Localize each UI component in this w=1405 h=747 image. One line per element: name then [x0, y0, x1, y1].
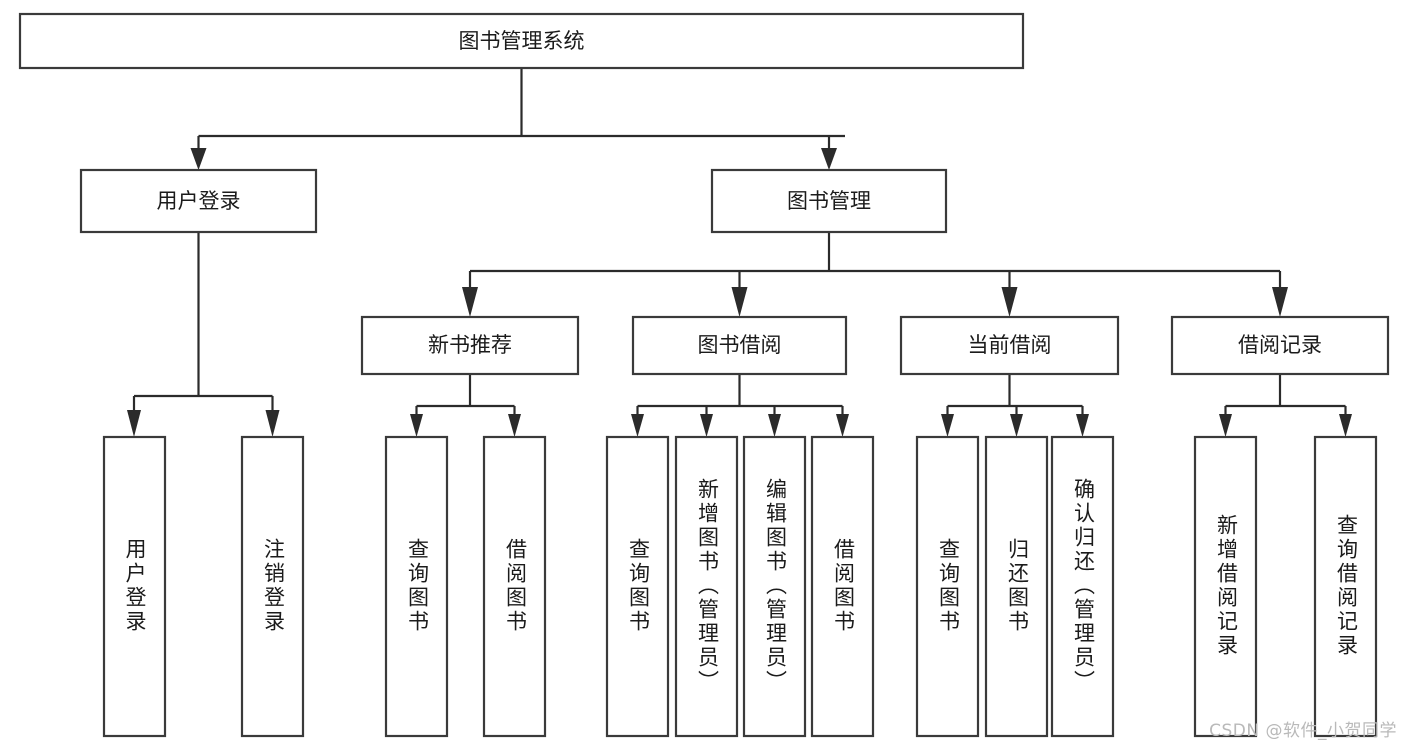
node-leaf-user-login-label: 用户登录: [123, 538, 147, 634]
node-leaf-query-record[interactable]: 查询借阅记录: [1313, 435, 1378, 738]
arrow-head-new-book-rec: [462, 287, 478, 317]
node-leaf-edit-book-admin-label: 编辑图书（管理员）: [764, 478, 788, 694]
node-leaf-return-book[interactable]: 归还图书: [984, 435, 1049, 738]
node-user-login-box[interactable]: [79, 168, 318, 234]
node-borrow-record[interactable]: 借阅记录: [1170, 315, 1390, 376]
node-leaf-user-login-box[interactable]: [102, 435, 167, 738]
node-new-book-rec-label: 新书推荐: [428, 333, 512, 357]
node-borrow-record-box[interactable]: [1170, 315, 1390, 376]
node-leaf-borrow-book-2-box[interactable]: [810, 435, 875, 738]
arrow-head-leaf-edit-book-admin: [768, 414, 781, 437]
node-root-label: 图书管理系统: [459, 29, 585, 53]
arrow-head-leaf-borrow-book-2: [836, 414, 849, 437]
node-leaf-query-book-1[interactable]: 查询图书: [384, 435, 449, 738]
arrow-head-leaf-add-book-admin: [700, 414, 713, 437]
arrow-head-leaf-add-record: [1219, 414, 1232, 437]
arrow-head-book-borrow: [731, 287, 748, 317]
connector-layer: [127, 68, 1352, 437]
node-current-borrow-label: 当前借阅: [968, 333, 1052, 357]
arrow-head-book-manage: [821, 148, 837, 170]
node-leaf-confirm-return-admin[interactable]: 确认归还（管理员）: [1050, 435, 1115, 738]
node-book-borrow-label: 图书借阅: [698, 333, 782, 357]
arrow-head-leaf-user-login: [127, 410, 141, 437]
node-book-manage-label: 图书管理: [787, 189, 871, 213]
arrow-head-leaf-borrow-book-1: [508, 414, 521, 437]
node-current-borrow[interactable]: 当前借阅: [899, 315, 1120, 376]
arrow-head-current-borrow: [1001, 287, 1018, 317]
node-leaf-add-book-admin-box[interactable]: [674, 435, 739, 738]
node-leaf-query-book-3[interactable]: 查询图书: [915, 435, 980, 738]
node-leaf-add-record[interactable]: 新增借阅记录: [1193, 435, 1258, 738]
node-leaf-logout-label: 注销登录: [262, 538, 286, 634]
node-leaf-borrow-book-1[interactable]: 借阅图书: [482, 435, 547, 738]
node-leaf-query-book-2[interactable]: 查询图书: [605, 435, 670, 738]
node-book-borrow-box[interactable]: [631, 315, 848, 376]
node-book-manage-box[interactable]: [710, 168, 948, 234]
node-leaf-borrow-book-1-label: 借阅图书: [504, 538, 528, 634]
arrow-head-leaf-query-record: [1339, 414, 1352, 437]
node-leaf-return-book-label: 归还图书: [1006, 538, 1030, 634]
node-leaf-query-book-2-box[interactable]: [605, 435, 670, 738]
node-user-login-label: 用户登录: [157, 189, 241, 213]
node-new-book-rec[interactable]: 新书推荐: [360, 315, 580, 376]
node-leaf-query-book-1-label: 查询图书: [406, 538, 430, 634]
node-book-borrow[interactable]: 图书借阅: [631, 315, 848, 376]
arrow-head-leaf-confirm-return-admin: [1076, 414, 1089, 437]
node-root[interactable]: 图书管理系统: [18, 12, 1025, 70]
arrow-head-leaf-logout: [265, 410, 280, 437]
arrow-head-leaf-query-book-1: [410, 414, 423, 437]
node-leaf-borrow-book-2[interactable]: 借阅图书: [810, 435, 875, 738]
node-leaf-return-book-box[interactable]: [984, 435, 1049, 738]
node-leaf-user-login[interactable]: 用户登录: [102, 435, 167, 738]
node-leaf-add-book-admin[interactable]: 新增图书（管理员）: [674, 435, 739, 738]
node-user-login[interactable]: 用户登录: [79, 168, 318, 234]
node-new-book-rec-box[interactable]: [360, 315, 580, 376]
node-leaf-query-record-box[interactable]: [1313, 435, 1378, 738]
node-leaf-query-book-3-box[interactable]: [915, 435, 980, 738]
arrow-head-leaf-query-book-3: [941, 414, 954, 437]
node-leaf-add-book-admin-label: 新增图书（管理员）: [696, 478, 720, 694]
node-leaf-query-book-2-label: 查询图书: [627, 538, 651, 634]
node-borrow-record-label: 借阅记录: [1238, 333, 1322, 357]
arrow-head-user-login: [190, 148, 207, 170]
node-leaf-borrow-book-2-label: 借阅图书: [832, 538, 856, 634]
node-leaf-query-record-label: 查询借阅记录: [1335, 514, 1359, 658]
node-leaf-confirm-return-admin-label: 确认归还（管理员）: [1072, 478, 1096, 694]
node-leaf-borrow-book-1-box[interactable]: [482, 435, 547, 738]
node-leaf-query-book-3-label: 查询图书: [937, 538, 961, 634]
node-leaf-logout[interactable]: 注销登录: [240, 435, 305, 738]
node-leaf-add-record-box[interactable]: [1193, 435, 1258, 738]
node-leaf-add-record-label: 新增借阅记录: [1215, 514, 1239, 658]
node-book-manage[interactable]: 图书管理: [710, 168, 948, 234]
node-leaf-query-book-1-box[interactable]: [384, 435, 449, 738]
arrow-head-leaf-query-book-2: [631, 414, 644, 437]
node-leaf-edit-book-admin[interactable]: 编辑图书（管理员）: [742, 435, 807, 738]
node-leaf-edit-book-admin-box[interactable]: [742, 435, 807, 738]
node-current-borrow-box[interactable]: [899, 315, 1120, 376]
node-leaf-confirm-return-admin-box[interactable]: [1050, 435, 1115, 738]
node-leaf-logout-box[interactable]: [240, 435, 305, 738]
arrow-head-leaf-return-book: [1010, 414, 1023, 437]
node-root-box[interactable]: [18, 12, 1025, 70]
arrow-head-borrow-record: [1272, 287, 1288, 317]
